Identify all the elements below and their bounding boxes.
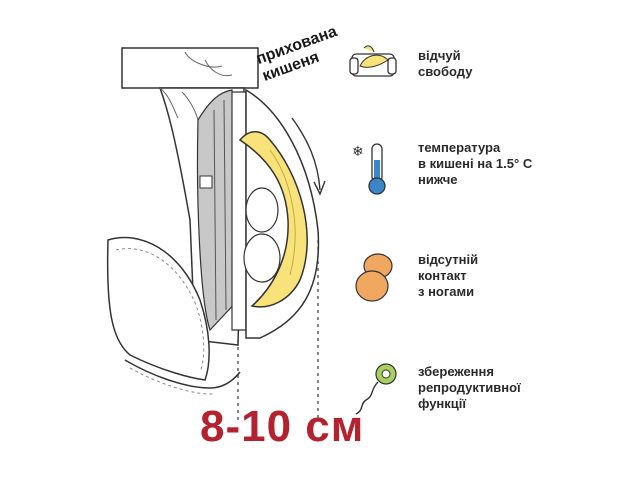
sperm-icon	[355, 363, 397, 415]
feature-freedom-line-1: відчуй	[418, 48, 461, 63]
feature-no-contact: відсутній контакт з ногами	[418, 252, 478, 300]
feature-reproductive: збереження репродуктивної функції	[418, 364, 521, 412]
feature-reproductive-line-3: функції	[418, 396, 467, 411]
thermometer-snowflake-icon: ❄	[352, 143, 386, 195]
feature-temperature-line-3: нижче	[418, 172, 458, 187]
feature-temperature-line-2: в кишені на 1.5° C	[418, 156, 533, 171]
feature-temperature-line-1: температура	[418, 140, 501, 155]
leg-band	[106, 236, 210, 381]
pouch-egg-2	[243, 233, 281, 283]
feature-reproductive-line-1: збереження	[418, 364, 494, 379]
size-label: 8-10 см	[200, 402, 365, 451]
banana	[238, 131, 308, 308]
sofa-banana-icon	[349, 45, 397, 77]
feature-no-contact-line-3: з ногами	[418, 284, 475, 299]
mesh-panel	[196, 89, 239, 332]
svg-text:❄: ❄	[352, 144, 364, 160]
feature-freedom-line-2: свободу	[418, 64, 473, 79]
feature-freedom: відчуй свободу	[418, 48, 472, 80]
feature-no-contact-line-2: контакт	[418, 268, 467, 283]
feature-reproductive-line-2: репродуктивної	[418, 380, 521, 395]
pouch-egg-1	[245, 187, 279, 233]
feature-temperature: температура в кишені на 1.5° C нижче	[418, 140, 532, 188]
eggs-icon	[355, 253, 393, 302]
feature-no-contact-line-1: відсутній	[418, 252, 479, 267]
waistband	[121, 47, 259, 89]
